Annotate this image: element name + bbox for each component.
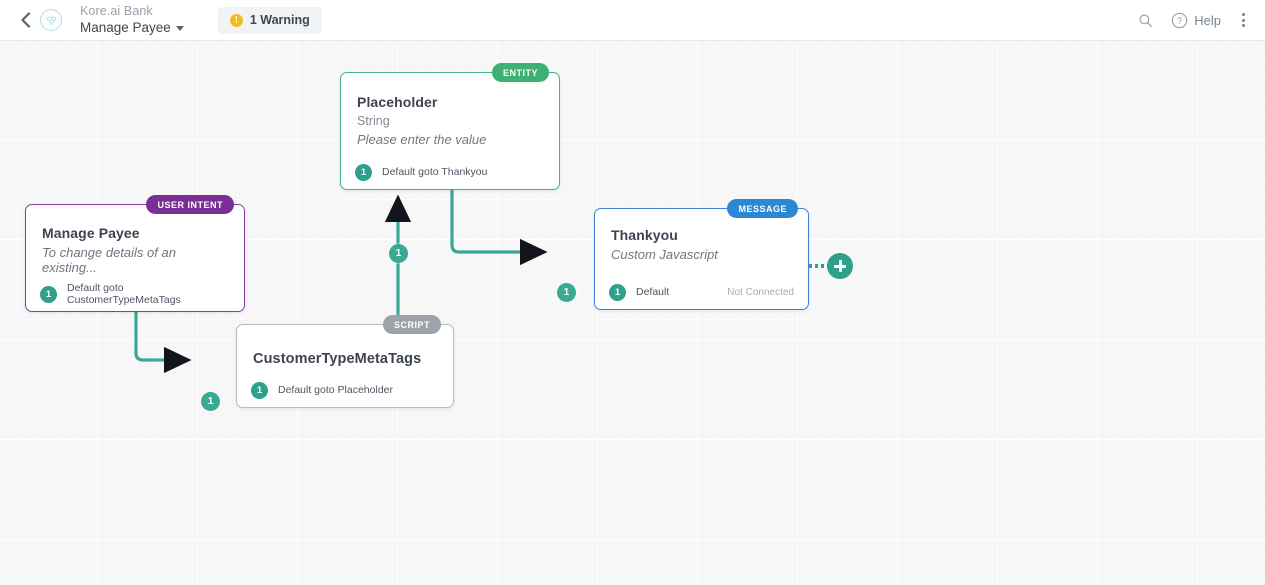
bot-name-label: Kore.ai Bank — [80, 3, 153, 18]
add-node-button[interactable] — [827, 253, 853, 279]
kore-brand-icon[interactable] — [40, 9, 62, 31]
node-type-badge[interactable]: MESSAGE — [727, 199, 798, 218]
node-customertypemetatags[interactable]: SCRIPT CustomerTypeMetaTags 1 Default go… — [236, 315, 454, 408]
connection-status: Not Connected — [727, 286, 794, 298]
node-connection-row[interactable]: 1 Default goto CustomerTypeMetaTags — [26, 277, 244, 311]
node-prompt: To change details of an existing... — [42, 245, 176, 275]
back-button[interactable] — [12, 5, 38, 35]
node-connection-row[interactable]: 1 Default Not Connected — [595, 275, 808, 309]
header-actions: ? Help — [1131, 8, 1255, 33]
help-button[interactable]: ? Help — [1164, 8, 1228, 33]
chevron-down-icon — [175, 26, 184, 32]
connection-count-badge: 1 — [355, 163, 372, 181]
add-node-dashed-connector — [809, 264, 831, 268]
flow-canvas[interactable]: 1 1 1 ENTITY Placeholder String Please e… — [0, 41, 1265, 585]
node-title: CustomerTypeMetaTags — [253, 351, 422, 367]
warning-icon: ! — [229, 13, 243, 27]
node-title: Manage Payee — [42, 225, 140, 241]
connection-count-badge: 1 — [40, 285, 57, 303]
dialog-name-dropdown[interactable]: Manage Payee — [80, 20, 184, 36]
connection-label: Default — [636, 286, 670, 298]
connection-label: Default goto Thankyou — [382, 166, 488, 178]
node-title: Placeholder — [357, 94, 438, 110]
node-title: Thankyou — [611, 227, 678, 243]
help-label: Help — [1194, 12, 1221, 28]
svg-text:?: ? — [1177, 15, 1182, 25]
node-prompt: Please enter the value — [357, 132, 487, 147]
connection-label: Default goto Placeholder — [278, 384, 393, 396]
edge-count-badge[interactable]: 1 — [389, 244, 408, 263]
edge-manage-to-script — [134, 270, 192, 374]
brand-glyph-icon — [46, 15, 56, 25]
edge-count-badge[interactable]: 1 — [557, 283, 576, 302]
connector-layer — [134, 188, 548, 374]
edge-count-badge[interactable]: 1 — [201, 392, 220, 411]
node-subtitle: String — [357, 114, 390, 128]
warning-badge[interactable]: ! 1 Warning — [217, 6, 322, 34]
node-connection-row[interactable]: 1 Default goto Thankyou — [341, 155, 559, 189]
node-prompt: Custom Javascript — [611, 247, 718, 262]
search-icon — [1139, 13, 1153, 27]
node-connection-row[interactable]: 1 Default goto Placeholder — [237, 373, 453, 407]
connection-count-badge: 1 — [609, 283, 626, 301]
node-thankyou[interactable]: MESSAGE Thankyou Custom Javascript 1 Def… — [594, 199, 809, 310]
node-manage-payee[interactable]: USER INTENT Manage Payee To change detai… — [25, 195, 245, 312]
chevron-left-icon — [20, 12, 30, 28]
node-type-badge[interactable]: USER INTENT — [146, 195, 234, 214]
connection-label: Default goto CustomerTypeMetaTags — [67, 282, 181, 306]
warning-count-label: 1 Warning — [249, 13, 310, 27]
connection-count-badge: 1 — [251, 381, 268, 399]
search-button[interactable] — [1131, 9, 1160, 32]
top-header-bar: Kore.ai Bank Manage Payee ! 1 Warning ? — [0, 0, 1265, 41]
breadcrumb: Kore.ai Bank Manage Payee — [80, 4, 184, 37]
dialog-name-label: Manage Payee — [80, 19, 171, 35]
edge-placeholder-to-thankyou — [450, 188, 548, 266]
node-placeholder[interactable]: ENTITY Placeholder String Please enter t… — [340, 63, 560, 190]
kebab-menu-icon[interactable] — [1232, 8, 1255, 32]
node-type-badge[interactable]: SCRIPT — [382, 315, 441, 334]
question-circle-icon: ? — [1171, 12, 1188, 28]
node-type-badge[interactable]: ENTITY — [491, 63, 549, 82]
